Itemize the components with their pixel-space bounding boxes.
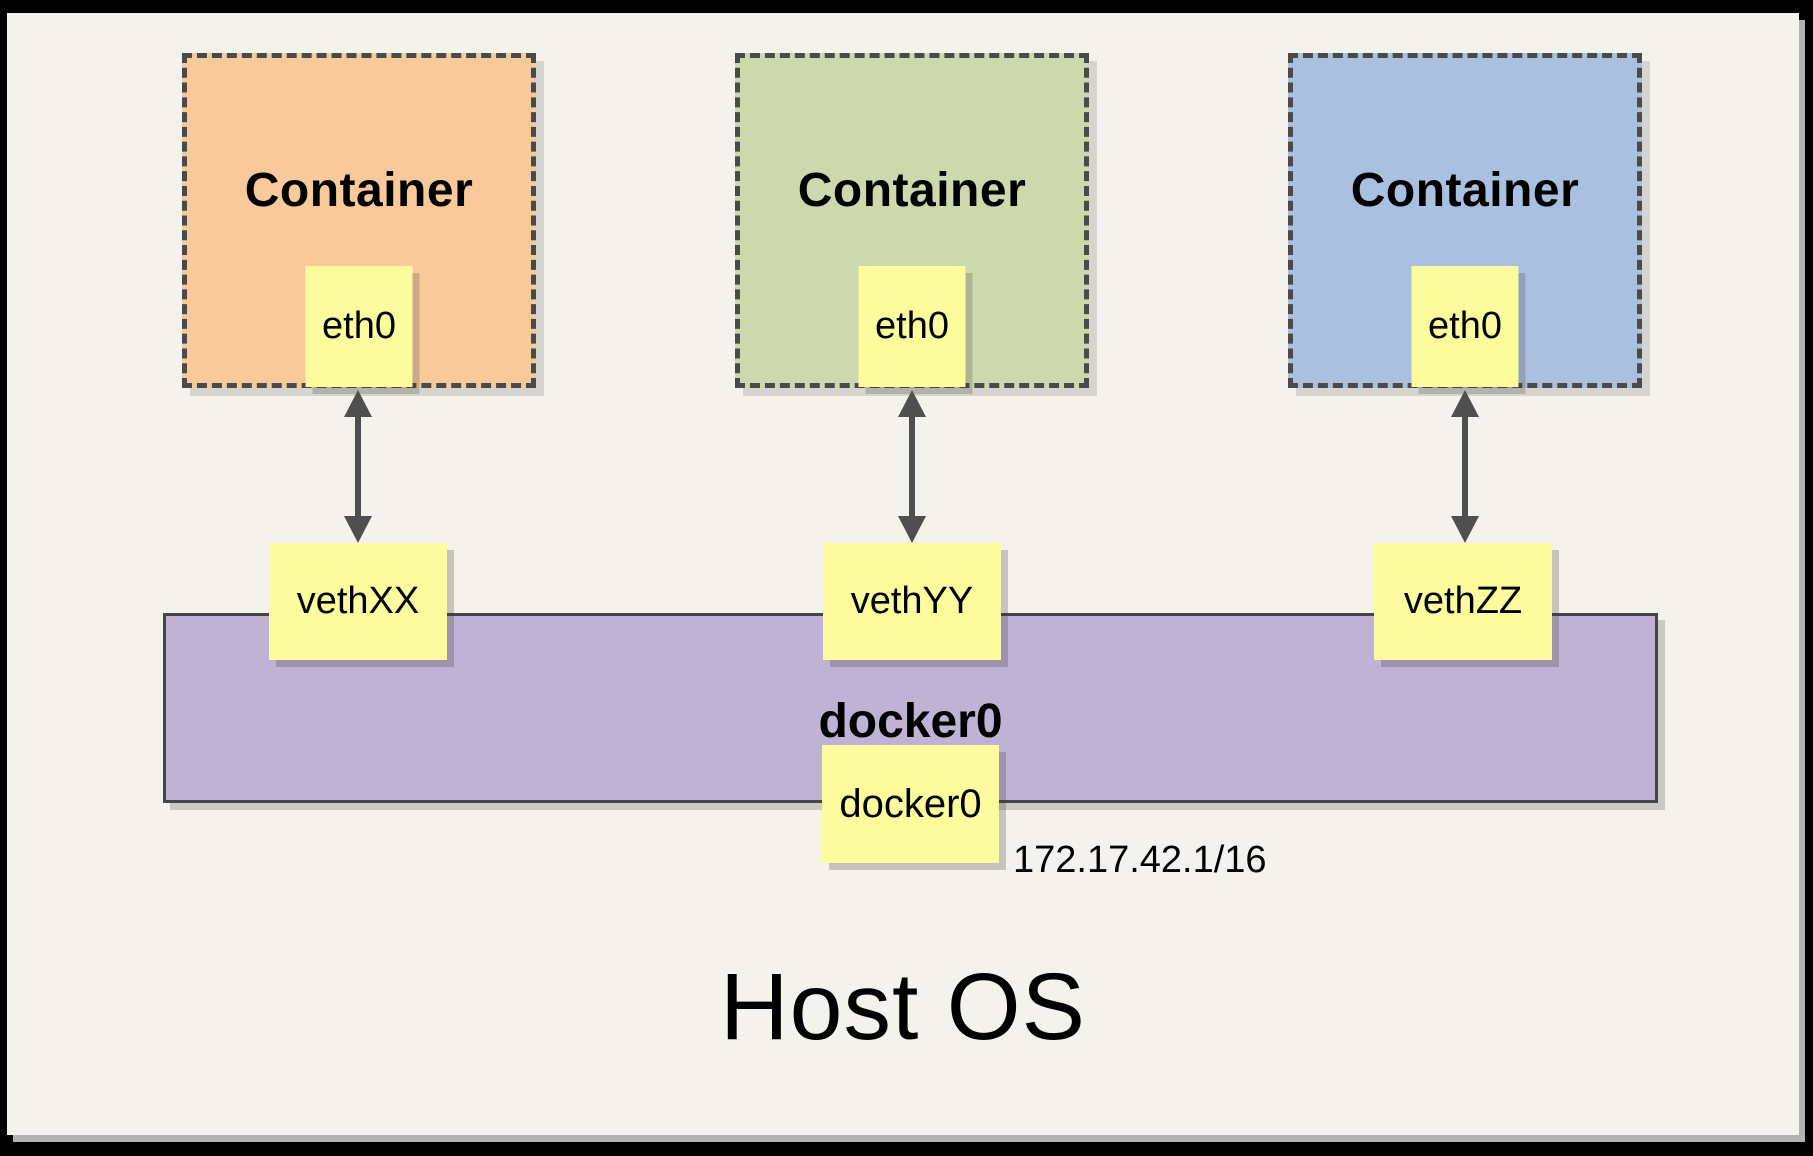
veth-arrow-1 <box>343 390 373 543</box>
host-os-panel: Container eth0 Container eth0 Container … <box>7 13 1799 1135</box>
vethxx-box: vethXX <box>269 543 447 660</box>
vethzz-label: vethZZ <box>1403 580 1523 622</box>
container-title-2: Container <box>797 164 1027 217</box>
arrow-down-head-2 <box>898 516 926 543</box>
container-box-2: Container eth0 <box>735 53 1089 388</box>
host-os-label: Host OS <box>720 954 1086 1060</box>
eth0-box-2: eth0 <box>858 266 966 387</box>
eth0-label-1: eth0 <box>322 305 396 347</box>
arrow-shaft-1 <box>355 410 361 523</box>
eth0-box-3: eth0 <box>1411 266 1519 387</box>
container-title-1: Container <box>244 164 474 217</box>
eth0-box-1: eth0 <box>305 266 413 387</box>
container-title-3: Container <box>1350 164 1580 217</box>
eth0-label-2: eth0 <box>875 305 949 347</box>
container-box-3: Container eth0 <box>1288 53 1642 388</box>
eth0-label-3: eth0 <box>1428 305 1502 347</box>
veth-arrow-2 <box>897 390 927 543</box>
docker0-interface-box: docker0 <box>822 745 999 863</box>
arrow-shaft-3 <box>1462 410 1468 523</box>
vethyy-box: vethYY <box>823 543 1001 660</box>
docker0-bridge-label: docker0 <box>818 695 1003 748</box>
vethzz-box: vethZZ <box>1374 543 1552 660</box>
veth-arrow-3 <box>1450 390 1480 543</box>
bridge-ip-label: 172.17.42.1/16 <box>1013 839 1267 881</box>
vethyy-label: vethYY <box>850 580 974 622</box>
vethxx-label: vethXX <box>296 580 420 622</box>
container-box-1: Container eth0 <box>182 53 536 388</box>
arrow-shaft-2 <box>909 410 915 523</box>
docker0-interface-label: docker0 <box>839 781 982 826</box>
arrow-down-head-1 <box>344 516 372 543</box>
arrow-down-head-3 <box>1451 516 1479 543</box>
